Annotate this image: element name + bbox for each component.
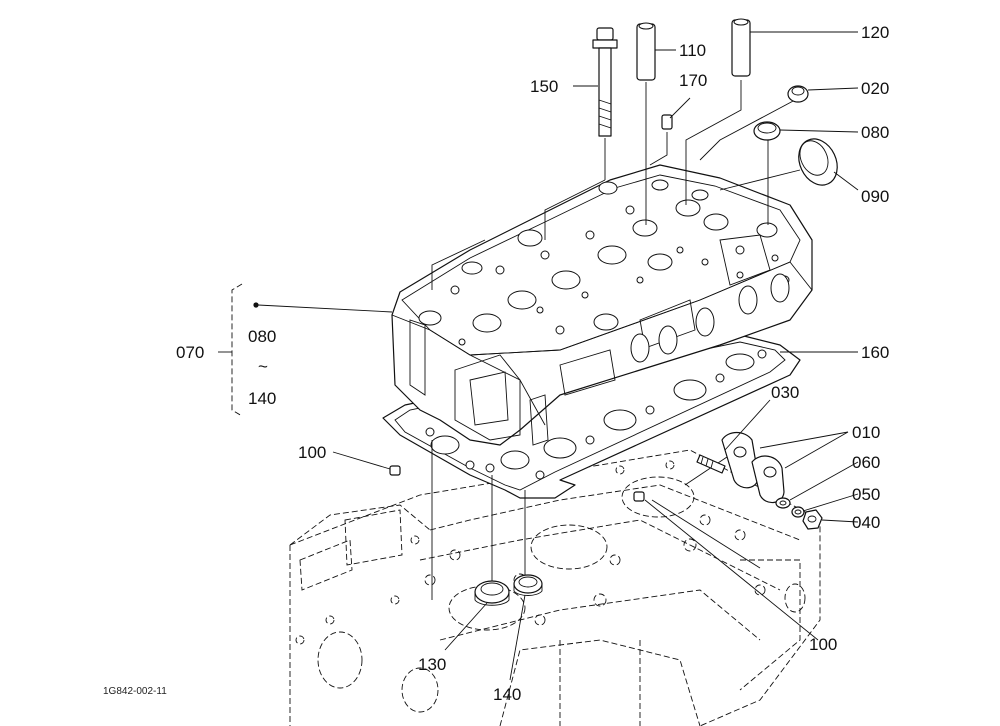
cylinder-block	[289, 449, 821, 726]
callout-100-left: 100	[298, 443, 326, 462]
washer-050	[791, 506, 805, 518]
leader-lines	[218, 31, 859, 681]
explode-lines	[431, 80, 801, 600]
callout-020: 020	[861, 79, 889, 98]
ring-140	[513, 574, 543, 596]
callout-060: 060	[852, 453, 880, 472]
drawing-code: 1G842-002-11	[103, 686, 167, 697]
callout-010: 010	[852, 423, 880, 442]
valve-guide-110	[636, 22, 656, 81]
callout-100-right: 100	[809, 635, 837, 654]
stud-030	[696, 454, 726, 474]
plug-020	[787, 85, 809, 103]
cap-090	[798, 138, 838, 186]
pin-100-left	[389, 465, 401, 476]
callout-040: 040	[852, 513, 880, 532]
bullet-dot	[253, 302, 259, 308]
callout-150: 150	[530, 77, 558, 96]
plug-170	[661, 114, 673, 130]
valve-guide-120	[731, 18, 751, 77]
washer-060	[775, 497, 791, 509]
seal-080	[753, 121, 781, 141]
callout-050: 050	[852, 485, 880, 504]
callout-130: 130	[418, 655, 446, 674]
ring-130	[474, 580, 510, 606]
callout-080-group: 080	[248, 327, 276, 346]
callout-tilde: ~	[258, 357, 268, 376]
callout-030: 030	[771, 383, 799, 402]
callout-120: 120	[861, 23, 889, 42]
callout-140-group: 140	[248, 389, 276, 408]
callout-110: 110	[679, 41, 706, 60]
head-bolt-150	[592, 27, 618, 137]
callout-140-bottom: 140	[493, 685, 521, 704]
nut-040	[802, 509, 823, 530]
bracket-010	[721, 431, 785, 504]
callout-070: 070	[176, 343, 204, 362]
pin-100-right	[633, 491, 645, 502]
cylinder-head-070	[391, 164, 813, 446]
callout-160: 160	[861, 343, 889, 362]
callout-080-top: 080	[861, 123, 889, 142]
callout-090: 090	[861, 187, 889, 206]
callout-170: 170	[679, 71, 707, 90]
